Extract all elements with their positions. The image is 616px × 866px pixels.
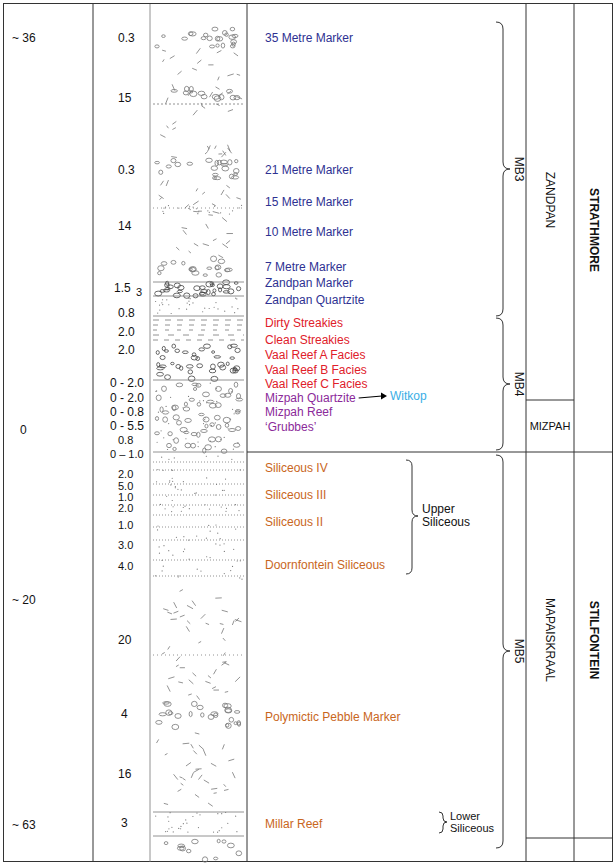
frame	[4, 4, 613, 862]
horizon-name: 35 Metre Marker	[265, 32, 353, 44]
bracket	[406, 460, 418, 574]
thickness-value: 15	[118, 92, 131, 104]
horizon-name: 15 Metre Marker	[265, 196, 353, 208]
bracket	[496, 318, 510, 450]
thickness-value: 1.5	[114, 282, 131, 294]
depth-value: ~ 63	[12, 819, 36, 831]
horizon-name: 7 Metre Marker	[265, 261, 346, 273]
bracket	[496, 22, 510, 316]
thickness-value: 2.0	[118, 344, 135, 356]
horizon-name: Siliceous IV	[265, 462, 328, 474]
thickness-value: 0.3	[118, 32, 135, 44]
depth-value: ~ 36	[12, 32, 36, 44]
bracket-label: MB5	[513, 639, 525, 664]
bracket	[439, 812, 447, 833]
grid-line	[247, 452, 613, 453]
unit-name: MIZPAH	[530, 421, 571, 432]
horizon-name: Mizpah Quartzite	[265, 392, 356, 404]
thickness-value: 0 - 5.5	[110, 420, 144, 432]
thickness-value: 3	[136, 287, 142, 298]
thickness-value: 4.0	[118, 561, 133, 572]
thickness-value: 1.0	[118, 520, 133, 531]
horizon-name: Millar Reef	[265, 818, 322, 830]
horizon-name: 10 Metre Marker	[265, 226, 353, 238]
horizon-name: Mizpah Reef	[265, 406, 332, 418]
thickness-value: 1.0	[118, 492, 133, 503]
bracket-label: MB3	[513, 157, 525, 182]
arrow-head	[381, 393, 387, 400]
horizon-name: Vaal Reef C Facies	[265, 378, 368, 390]
thickness-value: 16	[118, 768, 131, 780]
thickness-value: 5.0	[118, 481, 133, 492]
grid-line	[247, 4, 248, 862]
unit-name: ZANDPAN	[544, 172, 556, 228]
thickness-value: 0 - 2.0	[110, 392, 144, 404]
horizon-name: Polymictic Pebble Marker	[265, 711, 400, 723]
horizon-name: Zandpan Quartzite	[265, 294, 364, 306]
grid-line	[150, 4, 151, 862]
thickness-value: 2.0	[118, 326, 135, 338]
thickness-value: 0.3	[118, 164, 135, 176]
unit-name: STILFONTEIN	[588, 601, 600, 680]
horizon-name: Vaal Reef A Facies	[265, 349, 366, 361]
thickness-value: 0 - 2.0	[110, 377, 144, 389]
grid-line	[526, 4, 527, 862]
bracket-label: MB4	[513, 372, 525, 397]
grid-line	[574, 4, 575, 862]
group-label: Upper Siliceous	[422, 503, 480, 529]
lithology-pattern	[153, 27, 244, 862]
thickness-value: 0.8	[118, 435, 133, 446]
thickness-value: 3	[121, 817, 128, 829]
group-label: Lower Siliceous	[450, 810, 500, 834]
horizon-name: Zandpan Marker	[265, 277, 353, 289]
thickness-value: 14	[118, 220, 131, 232]
grid-line	[93, 4, 94, 862]
thickness-value: 4	[121, 708, 128, 720]
depth-value: 0	[20, 424, 27, 436]
horizon-name: Witkop	[390, 390, 427, 402]
depth-value: ~ 20	[12, 594, 36, 606]
thickness-value: 0.8	[118, 307, 135, 319]
horizon-name: Siliceous II	[265, 516, 323, 528]
unit-name: MAPAISKRAAL	[544, 598, 556, 682]
horizon-name: Doornfontein Siliceous	[265, 559, 385, 571]
unit-name: STRATHMORE	[588, 188, 600, 272]
horizon-name: 21 Metre Marker	[265, 164, 353, 176]
horizon-name: Dirty Streakies	[265, 317, 343, 329]
horizon-name: Vaal Reef B Facies	[265, 364, 367, 376]
horizon-name: Siliceous III	[265, 489, 326, 501]
thickness-value: 2.0	[118, 503, 133, 514]
thickness-value: 0 – 1.0	[110, 449, 144, 460]
thickness-value: 0 - 0.8	[110, 406, 144, 418]
horizon-name: Clean Streakies	[265, 334, 350, 346]
grid-line	[526, 400, 574, 401]
thickness-value: 20	[118, 634, 131, 646]
leader-arrow	[359, 396, 382, 398]
thickness-value: 2.0	[118, 469, 133, 480]
grid-line	[526, 838, 613, 839]
horizon-name: ‘Grubbes’	[265, 421, 316, 433]
bracket	[496, 455, 510, 848]
thickness-value: 3.0	[118, 540, 133, 551]
